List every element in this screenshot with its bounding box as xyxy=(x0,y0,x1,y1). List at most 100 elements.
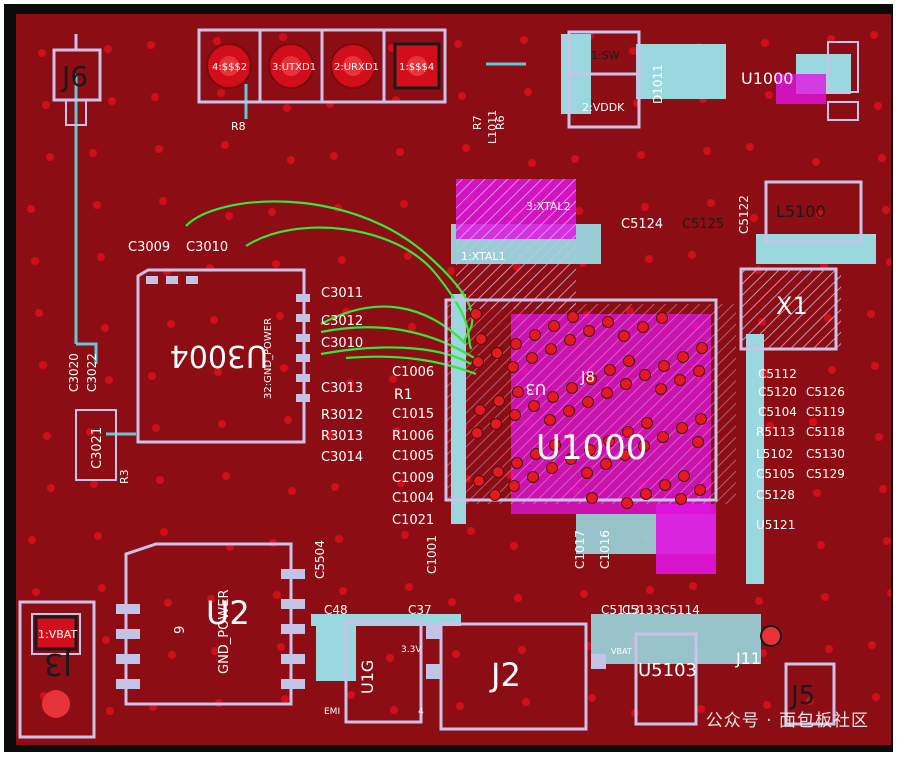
stitching-via xyxy=(448,598,456,606)
label-c3010b: C3010 xyxy=(321,336,363,351)
bga-via xyxy=(510,338,522,350)
label-r3012: R3012 xyxy=(321,408,363,423)
bga-via xyxy=(530,448,542,460)
label-sw: 1:SW xyxy=(591,49,620,62)
stitching-via xyxy=(462,144,470,152)
label-c48: C48 xyxy=(324,603,348,617)
stitching-via xyxy=(401,531,409,539)
stitching-via xyxy=(106,707,114,715)
label-c1009: C1009 xyxy=(392,471,434,486)
bga-via xyxy=(674,374,686,386)
stitching-via xyxy=(108,97,116,105)
label-c5130: C5130 xyxy=(806,447,845,461)
stitching-via xyxy=(327,431,335,439)
stitching-via xyxy=(761,39,769,47)
label-r3013: R3013 xyxy=(321,429,363,444)
label-j3: J3 xyxy=(44,646,74,681)
stitching-via xyxy=(528,159,536,167)
stitching-via xyxy=(280,364,288,372)
stitching-via xyxy=(148,372,156,380)
stitching-via xyxy=(32,588,40,596)
stitching-via xyxy=(467,527,475,535)
stitching-via xyxy=(389,375,397,383)
stitching-via xyxy=(279,33,287,41)
stitching-via xyxy=(104,45,112,53)
pcb-board: J6 J3 1:VBAT J2 J5 J11 U3004 32:GND_POWE… xyxy=(16,14,891,745)
bga-via xyxy=(602,316,614,328)
silkscreen-labels: J6 J3 1:VBAT J2 J5 J11 U3004 32:GND_POWE… xyxy=(38,49,845,717)
label-xtal2: 3:XTAL2 xyxy=(526,200,571,213)
stitching-via xyxy=(641,203,649,211)
stitching-via xyxy=(284,416,292,424)
stitching-via xyxy=(168,651,176,659)
label-u2-net: GND_POWER xyxy=(217,590,232,674)
bga-via xyxy=(507,361,519,373)
stitching-via xyxy=(870,31,878,39)
stitching-via xyxy=(397,479,405,487)
bga-via xyxy=(472,356,484,368)
bga-via xyxy=(545,343,557,355)
stitching-via xyxy=(393,427,401,435)
stitching-via xyxy=(646,586,654,594)
stitching-via xyxy=(105,376,113,384)
bga-via xyxy=(677,351,689,363)
bga-via xyxy=(509,409,521,421)
bga-via xyxy=(621,497,633,509)
label-c1005: C1005 xyxy=(392,449,434,464)
bga-via xyxy=(511,457,523,469)
stitching-via xyxy=(277,643,285,651)
label-c5128: C5128 xyxy=(756,488,795,502)
label-u1g: U1G xyxy=(358,660,377,694)
stitching-via xyxy=(746,143,754,151)
stitching-via xyxy=(637,151,645,159)
board-frame: J6 J3 1:VBAT J2 J5 J11 U3004 32:GND_POWE… xyxy=(4,4,893,752)
bga-via xyxy=(473,475,485,487)
bga-via xyxy=(601,387,613,399)
label-u5103-pin: VBAT xyxy=(611,647,632,656)
stitching-via xyxy=(879,485,887,493)
bga-via xyxy=(640,488,652,500)
bga-via xyxy=(529,329,541,341)
stitching-via xyxy=(43,432,51,440)
label-c3014: C3014 xyxy=(321,450,363,465)
stitching-via xyxy=(882,206,890,214)
label-c1016: C1016 xyxy=(598,530,612,569)
label-emi: EMI xyxy=(324,707,340,717)
label-c1004: C1004 xyxy=(392,491,434,506)
stitching-via xyxy=(101,324,109,332)
stitching-via xyxy=(222,472,230,480)
bga-via xyxy=(567,311,579,323)
stitching-via xyxy=(878,154,886,162)
stitching-via xyxy=(213,37,221,45)
bga-via xyxy=(678,470,690,482)
stitching-via xyxy=(217,89,225,97)
stitching-via xyxy=(94,532,102,540)
stitching-via xyxy=(207,595,215,603)
stitching-via xyxy=(510,542,518,550)
label-c5124: C5124 xyxy=(621,217,663,232)
stitching-via xyxy=(886,258,891,266)
label-r6: R6 xyxy=(494,115,507,130)
stitching-via xyxy=(580,590,588,598)
bga-via xyxy=(656,312,668,324)
stitching-via xyxy=(813,489,821,497)
label-c1017: C1017 xyxy=(573,530,587,569)
stitching-via xyxy=(454,40,462,48)
stitching-via xyxy=(386,654,394,662)
label-r3: R3 xyxy=(118,469,131,484)
stitching-via xyxy=(883,537,891,545)
bga-via xyxy=(565,453,577,465)
bga-via xyxy=(657,431,669,443)
stitching-via xyxy=(765,91,773,99)
stitching-via xyxy=(346,379,354,387)
label-u3004: U3004 xyxy=(170,338,268,373)
label-c1001: C1001 xyxy=(425,535,439,574)
stitching-via xyxy=(763,701,771,709)
bga-via xyxy=(508,480,520,492)
stitching-via xyxy=(210,316,218,324)
label-c3020: C3020 xyxy=(67,353,81,392)
bga-via xyxy=(638,440,650,452)
stitching-via xyxy=(160,528,168,536)
bga-via xyxy=(512,386,524,398)
bga-via xyxy=(622,426,634,438)
